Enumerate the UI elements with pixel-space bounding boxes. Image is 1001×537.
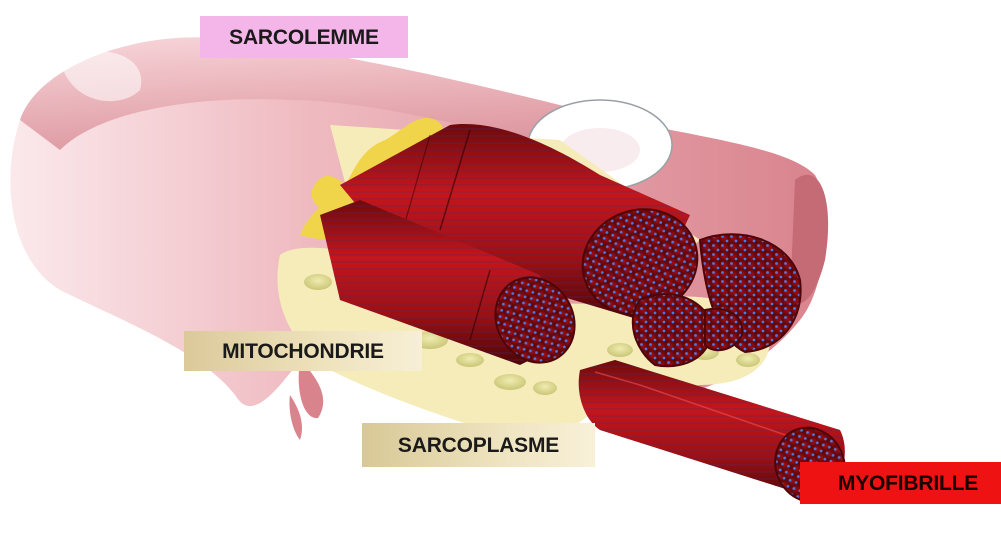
label-myofibrille: MYOFIBRILLE [800, 462, 1001, 504]
label-sarcolemme: SARCOLEMME [200, 16, 408, 58]
mitochondrion [607, 343, 633, 357]
label-sarcoplasme: SARCOPLASME [362, 423, 595, 467]
mitochondrion [456, 353, 484, 367]
mitochondrion [736, 353, 760, 367]
mitochondrion [494, 374, 526, 390]
mitochondrion [533, 381, 557, 395]
membrane-fold [289, 395, 301, 440]
mitochondrion [304, 274, 332, 290]
label-mitochondrie: MITOCHONDRIE [184, 331, 422, 371]
